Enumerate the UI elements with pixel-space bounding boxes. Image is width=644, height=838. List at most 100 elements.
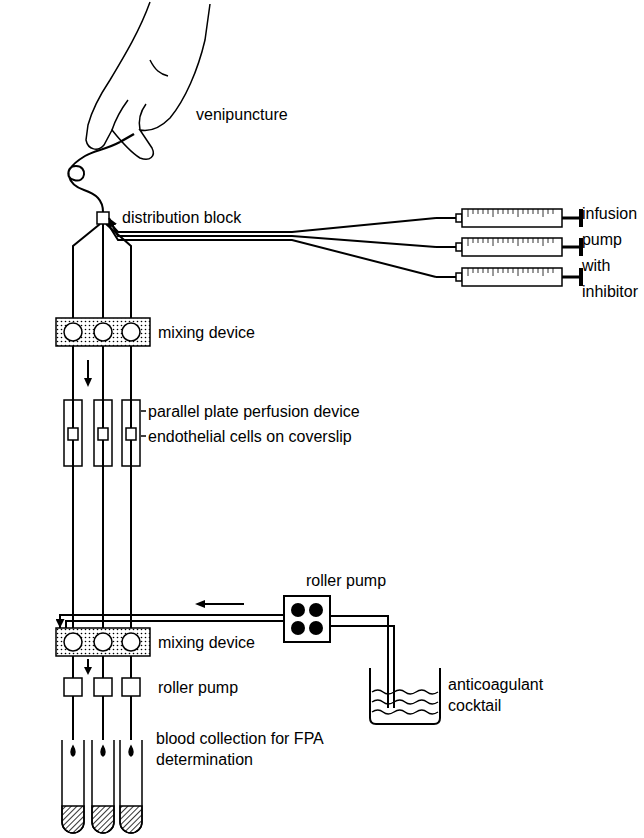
- syringe-part: [462, 209, 562, 227]
- syringe-part: [533, 209, 534, 214]
- syringe-part: [436, 276, 456, 278]
- syringe-part: [533, 268, 534, 273]
- tube-connector: [330, 616, 388, 668]
- beaker-shape: [370, 668, 440, 724]
- tube-connector: [102, 656, 104, 678]
- syringe-part: [538, 268, 539, 273]
- syringe-part: [473, 209, 474, 214]
- syringe-part: [548, 268, 549, 273]
- collection-tube: blood collection for FPA determination: [58, 740, 148, 836]
- syringe-part: [562, 246, 580, 249]
- mixing-device: mixing device: [56, 628, 150, 656]
- tube-connector: [102, 224, 104, 318]
- syringe-part: [498, 238, 499, 243]
- tube-connector: [60, 615, 284, 628]
- syringe-part: [478, 238, 479, 243]
- syringe-part: [513, 268, 514, 273]
- syringe-part: [493, 209, 494, 217]
- syringe-part: [483, 209, 484, 214]
- syringe-part: [503, 268, 504, 273]
- syringe-part: [508, 238, 509, 243]
- tube-connector: [102, 466, 104, 628]
- syringe-part: [533, 238, 534, 243]
- syringe-part: [493, 238, 494, 246]
- syringe-part: [513, 209, 514, 214]
- syringe-part: [528, 238, 529, 243]
- syringe-part: [498, 209, 499, 214]
- syringe-part: [518, 209, 519, 217]
- distribution-block: distribution block: [97, 212, 109, 224]
- tube-connector: [102, 346, 104, 400]
- syringe-part: [483, 238, 484, 243]
- syringe-part: [513, 238, 514, 243]
- syringe-part: [553, 209, 554, 214]
- anticoagulant-beaker: anticoagulant cocktail: [368, 668, 442, 724]
- syringe-part: [488, 238, 489, 243]
- syringe-part: [478, 268, 479, 273]
- syringe-part: [498, 268, 499, 273]
- syringe-part: [493, 268, 494, 276]
- syringe-part: [478, 209, 479, 214]
- syringe-part: [462, 238, 562, 256]
- syringe-part: [562, 217, 580, 220]
- syringe-part: [548, 209, 549, 214]
- syringe-part: [473, 238, 474, 243]
- mixing-device: mixing device: [56, 318, 150, 346]
- syringe-part: [508, 209, 509, 214]
- syringe-part: [462, 268, 562, 286]
- roller-pump: roller pump: [284, 596, 330, 642]
- node-label: infusion pump with inhibitor: [582, 201, 638, 305]
- distribution-block-shape: [97, 212, 109, 224]
- perfusion-device: parallel plate perfusion device: [62, 400, 144, 466]
- node-label: blood collection for FPA determination: [156, 728, 331, 770]
- syringe-pump: infusion pump with inhibitor: [436, 200, 640, 310]
- node-label: mixing device: [158, 323, 255, 342]
- syringe-part: [543, 268, 544, 276]
- syringe-part: [523, 238, 524, 243]
- syringe-part: [503, 209, 504, 214]
- node-label: roller pump: [158, 678, 238, 697]
- part-label: endothelial cells on coverslip: [148, 427, 352, 446]
- syringe-part: [456, 243, 462, 251]
- syringe-part: [456, 273, 462, 281]
- syringe-part: [518, 238, 519, 246]
- node-label: parallel plate perfusion device: [148, 402, 360, 421]
- mixing-device-shape: [56, 318, 150, 656]
- syringe-part: [488, 268, 489, 273]
- syringe-part: [548, 238, 549, 243]
- syringe-part: [436, 217, 456, 219]
- syringe-part: [538, 238, 539, 243]
- node-label: anticoagulant cocktail: [448, 674, 578, 716]
- syringe-part: [543, 238, 544, 246]
- syringe-part: [543, 209, 544, 217]
- syringe-part: [488, 209, 489, 214]
- syringe-part: [508, 268, 509, 273]
- syringe-part: [436, 246, 456, 248]
- collection-tube-shape: [62, 740, 142, 833]
- syringe-part: [562, 276, 580, 279]
- node-label: mixing device: [158, 633, 255, 652]
- syringe-part: [518, 268, 519, 276]
- syringe-part: [473, 268, 474, 273]
- syringe-symbols: [436, 209, 581, 286]
- syringe-part: [468, 238, 469, 246]
- syringe-part: [523, 209, 524, 214]
- part-label: venipuncture: [196, 105, 288, 124]
- syringe-part: [528, 209, 529, 214]
- syringe-part: [553, 238, 554, 243]
- syringe-part: [528, 268, 529, 273]
- roller-pump: roller pump: [62, 678, 144, 696]
- syringe-part: [503, 238, 504, 243]
- syringe-part: [483, 268, 484, 273]
- node-label: roller pump: [306, 571, 386, 590]
- syringe-part: [553, 268, 554, 273]
- syringe-part: [523, 268, 524, 273]
- hand-drawing: [86, 2, 210, 159]
- syringe-part: [468, 268, 469, 276]
- node-label: distribution block: [122, 208, 241, 227]
- syringe-part: [456, 214, 462, 222]
- perfusion-device-shape: [64, 400, 146, 466]
- tube-connector: [102, 696, 104, 740]
